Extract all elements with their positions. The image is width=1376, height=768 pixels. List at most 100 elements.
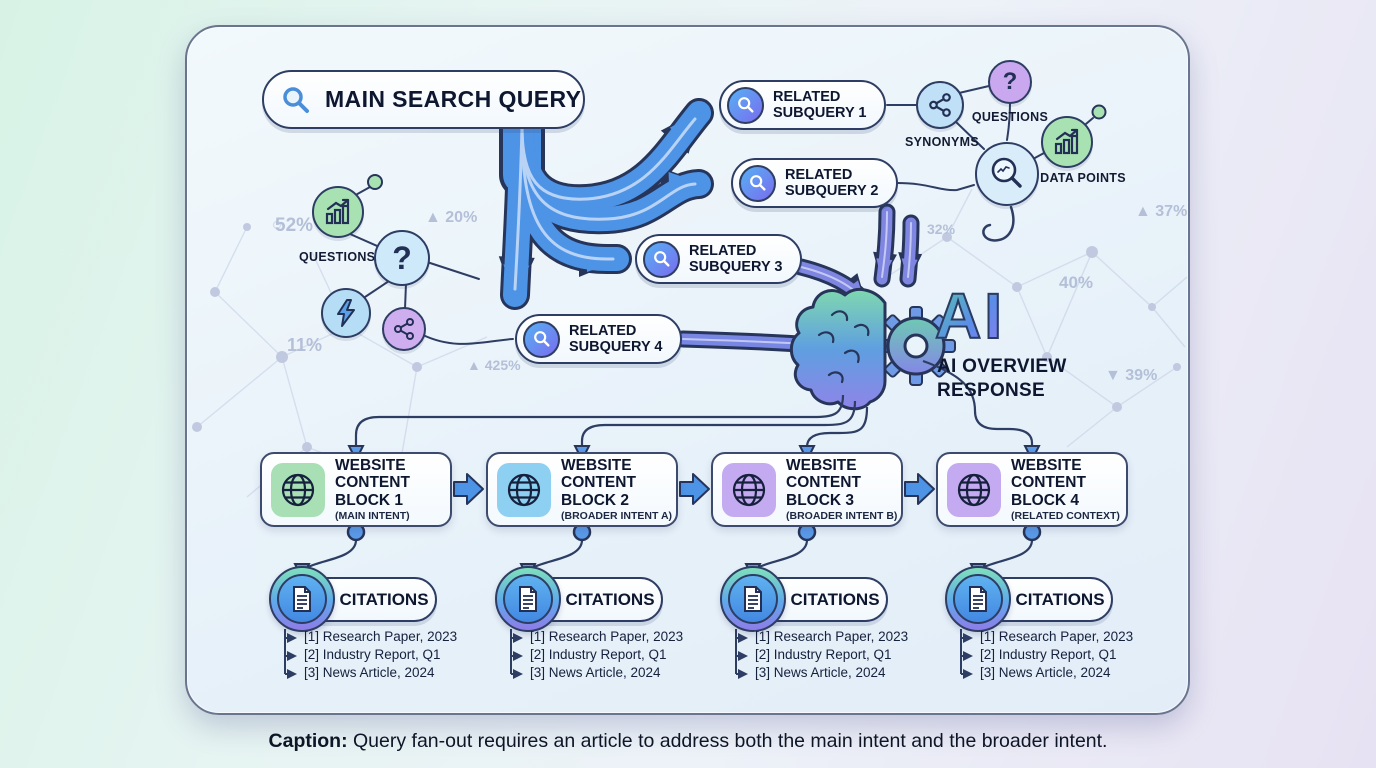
citations-doc-badge-4 — [945, 566, 1011, 632]
satellite-dots — [367, 104, 1107, 190]
citation-list-links — [284, 629, 973, 679]
decor-percent-20: ▲ 20% — [425, 209, 478, 226]
decor-percent-11: 11% — [287, 335, 323, 355]
citation-item: [3] News Article, 2024 — [304, 665, 435, 680]
block-4-line1: WEBSITE — [1011, 456, 1082, 474]
citations-doc-badge-1 — [269, 566, 335, 632]
document-icon — [277, 574, 327, 624]
block-3-line1: WEBSITE — [786, 456, 857, 474]
decor-percent-32: 32% — [927, 221, 956, 237]
block-2-line2: CONTENT — [561, 474, 636, 492]
subquery-1-line2: SUBQUERY 1 — [773, 105, 867, 121]
subquery-4-line1: RELATED — [569, 322, 637, 339]
fanout-arrows — [498, 98, 714, 310]
block-2-subtitle: (BROADER INTENT A) — [561, 510, 673, 523]
citation-item: [3] News Article, 2024 — [530, 665, 661, 680]
block-1-subtitle: (MAIN INTENT) — [335, 510, 410, 523]
search-icon — [727, 86, 764, 124]
block-1-line1: WEBSITE — [335, 456, 406, 474]
globe-icon — [271, 462, 325, 517]
citations-label: CITATIONS — [339, 589, 429, 609]
questions-icon: ? — [988, 60, 1032, 104]
ai-overview-line2: RESPONSE — [937, 379, 1045, 401]
citation-item: [3] News Article, 2024 — [980, 665, 1111, 680]
ai-headline: AI — [934, 279, 1005, 353]
block-3-line3: BLOCK 3 — [786, 491, 855, 509]
citations-label: CITATIONS — [1015, 589, 1105, 609]
left-questions-label: QUESTIONS — [299, 250, 376, 264]
block-3-line2: CONTENT — [786, 474, 861, 492]
subquery-3-line1: RELATED — [689, 242, 757, 259]
block-1-line2: CONTENT — [335, 474, 410, 492]
citations-doc-badge-2 — [495, 566, 561, 632]
search-icon — [283, 86, 309, 113]
citation-item: [2] Industry Report, Q1 — [755, 647, 892, 662]
citations-label: CITATIONS — [790, 589, 880, 609]
block-chain-arrows — [453, 473, 935, 505]
caption-prefix: Caption: — [268, 730, 348, 752]
magnifier-trend-icon — [975, 142, 1039, 206]
subquery-3-line2: SUBQUERY 3 — [689, 259, 783, 275]
globe-icon — [497, 462, 551, 517]
decor-percent-40: 40% — [1059, 273, 1094, 292]
brain-icon — [789, 287, 887, 411]
document-icon — [953, 574, 1003, 624]
citations-doc-badge-3 — [720, 566, 786, 632]
caption-text: Query fan-out requires an article to add… — [347, 730, 1108, 752]
search-icon — [739, 164, 776, 202]
decor-percent-37: ▲ 37% — [1135, 203, 1188, 220]
block-4-subtitle: (RELATED CONTEXT) — [1011, 510, 1120, 523]
citations-label: CITATIONS — [565, 589, 655, 609]
globe-icon — [722, 462, 776, 517]
block-3-subtitle: (BROADER INTENT B) — [786, 510, 898, 523]
document-icon — [503, 574, 553, 624]
search-icon — [523, 320, 560, 358]
main-search-query-label: MAIN SEARCH QUERY — [325, 86, 582, 112]
lightning-icon — [321, 288, 371, 338]
figure-caption: Caption: Query fan-out requires an artic… — [0, 730, 1376, 753]
block-to-citation-links — [302, 539, 1034, 575]
question-icon: ? — [374, 230, 430, 286]
subquery-1-line1: RELATED — [773, 88, 841, 105]
data-points-label: DATA POINTS — [1040, 171, 1126, 185]
citation-item: [3] News Article, 2024 — [755, 665, 886, 680]
globe-icon — [947, 462, 1001, 517]
block-2-line3: BLOCK 2 — [561, 491, 630, 509]
citation-item: [2] Industry Report, Q1 — [304, 647, 441, 662]
document-icon — [728, 574, 778, 624]
block-4-line3: BLOCK 4 — [1011, 491, 1080, 509]
citation-item: [2] Industry Report, Q1 — [530, 647, 667, 662]
ai-overview-line1: AI OVERVIEW — [937, 356, 1067, 377]
block-4-line2: CONTENT — [1011, 474, 1086, 492]
subquery-2-line2: SUBQUERY 2 — [785, 183, 879, 199]
synonyms-share-icon — [916, 81, 964, 129]
citation-item: [1] Research Paper, 2023 — [304, 629, 458, 644]
search-icon — [643, 240, 680, 278]
diagram-canvas: 52% ▲ 20% 11% ▲ 425% 32% ▲ 37% 40% ▼ 39%… — [185, 25, 1190, 715]
share-icon — [382, 307, 426, 351]
block-1-line3: BLOCK 1 — [335, 491, 404, 509]
synonyms-label: SYNONYMS — [905, 135, 979, 149]
block-2-line1: WEBSITE — [561, 456, 632, 474]
citation-item: [1] Research Paper, 2023 — [755, 629, 909, 644]
decor-percent-52: 52% — [275, 215, 314, 236]
main-search-query-pill: MAIN SEARCH QUERY — [262, 70, 585, 129]
chart-icon — [312, 186, 364, 238]
citation-item: [1] Research Paper, 2023 — [980, 629, 1134, 644]
subquery-4-line2: SUBQUERY 4 — [569, 339, 663, 355]
citation-item: [1] Research Paper, 2023 — [530, 629, 684, 644]
ai-to-block-links — [356, 359, 1032, 457]
block-bottom-dots — [346, 522, 1042, 542]
right-questions-label: QUESTIONS — [971, 110, 1049, 124]
citation-item: [2] Industry Report, Q1 — [980, 647, 1117, 662]
subquery-2-line1: RELATED — [785, 166, 853, 183]
converge-arrows — [674, 203, 923, 356]
